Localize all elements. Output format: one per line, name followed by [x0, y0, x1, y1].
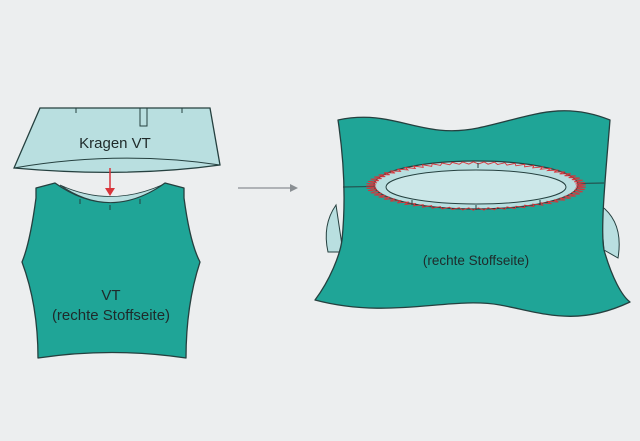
- front-bodice-piece: VT (rechte Stoffseite): [21, 182, 201, 359]
- collar-piece: Kragen VT: [13, 107, 221, 173]
- front-subtitle-label: (rechte Stoffseite): [52, 307, 170, 324]
- right-arrow-icon: [238, 184, 298, 192]
- closeup-view: (rechte Stoffseite): [314, 110, 631, 317]
- front-title-label: VT: [101, 287, 120, 304]
- closeup-label: (rechte Stoffseite): [423, 253, 529, 268]
- down-arrow-icon: [105, 168, 115, 196]
- collar-label: Kragen VT: [79, 135, 151, 152]
- stitch-zigzag: [365, 161, 586, 211]
